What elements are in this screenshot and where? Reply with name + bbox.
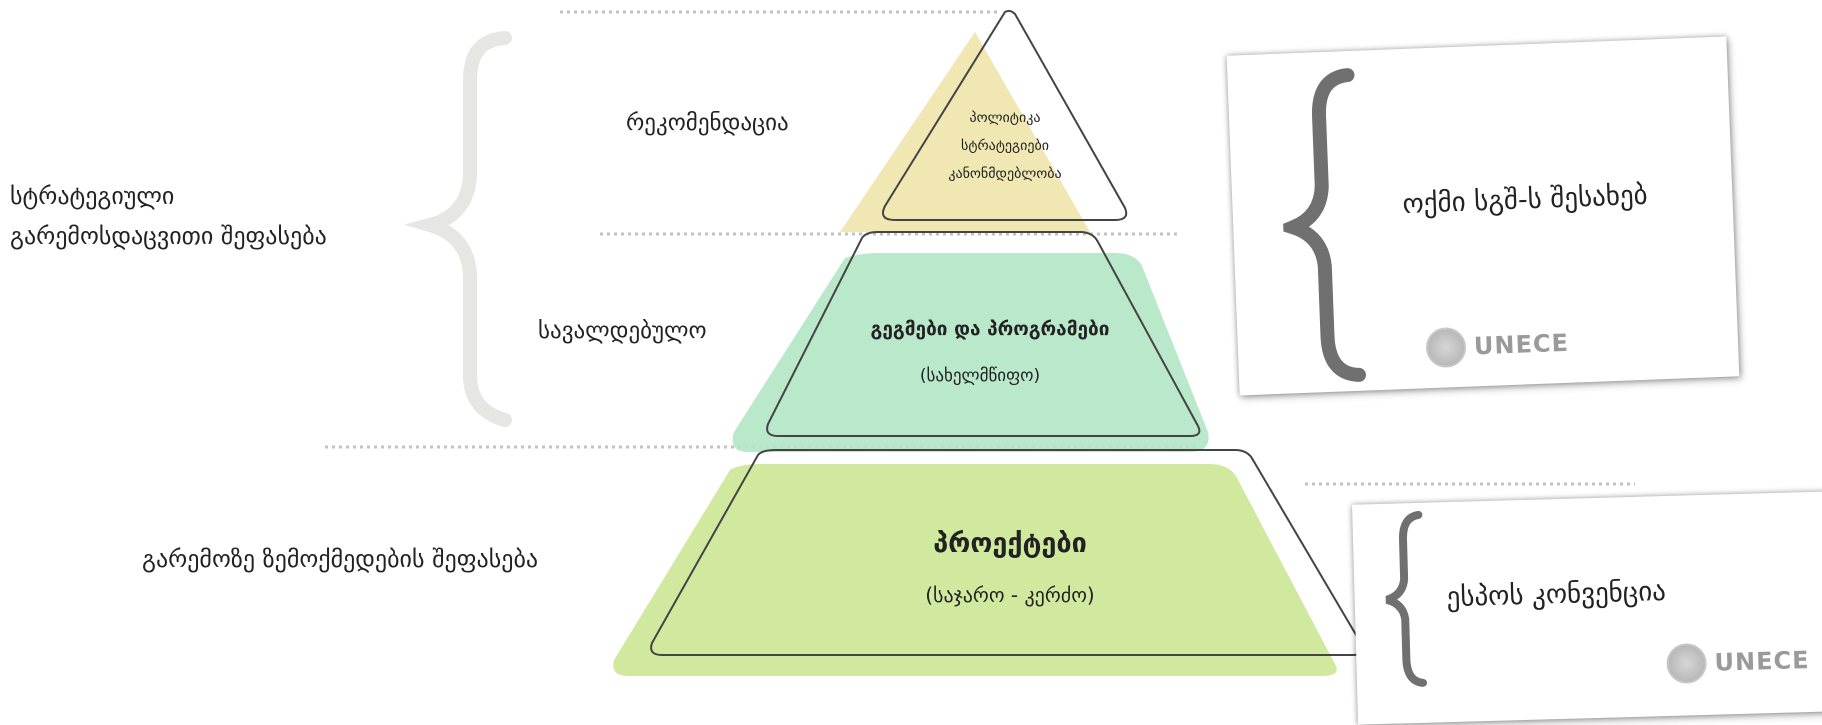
mandatory-label: სავალდებულო bbox=[538, 318, 707, 344]
brace-icon bbox=[1385, 510, 1428, 687]
top-tier-item-policy: პოლიტიკა bbox=[969, 110, 1041, 126]
protocol-logo-text: UNECE bbox=[1473, 328, 1570, 361]
convention-cover-card: ესპოს კონვენცია UNECE bbox=[1352, 491, 1822, 725]
middle-tier-outline bbox=[766, 231, 1201, 437]
convention-text: ესპოს კონვენცია bbox=[1446, 576, 1667, 614]
convention-logo: UNECE bbox=[1666, 640, 1810, 685]
middle-tier-subtitle: (სახელმწიფო) bbox=[919, 366, 1041, 386]
top-tier-item-strategies: სტრატეგიები bbox=[961, 138, 1049, 154]
brace-icon bbox=[403, 31, 512, 427]
protocol-text: ოქმი სგშ-ს შესახებ bbox=[1401, 179, 1649, 221]
top-tier-item-legislation: კანონმდებლობა bbox=[948, 166, 1062, 182]
strategic-assessment-label: სტრატეგიული გარემოსდაცვითი შეფასება bbox=[10, 176, 327, 256]
protocol-cover-card: ოქმი სგშ-ს შესახებ UNECE bbox=[1226, 36, 1740, 396]
brace-icon bbox=[1277, 68, 1367, 382]
un-emblem-icon bbox=[1425, 326, 1467, 369]
middle-tier-fill bbox=[732, 253, 1209, 452]
impact-assessment-label: გარემოზე ზემოქმედების შეფასება bbox=[142, 545, 539, 573]
top-tier-text: პოლიტიკა სტრატეგიები კანონმდებლობა bbox=[948, 104, 1061, 188]
pyramid-diagram bbox=[325, 9, 1635, 676]
bottom-tier-subtitle: (საჯარო - კერძო) bbox=[925, 583, 1095, 607]
recommendation-label: რეკომენდაცია bbox=[626, 110, 789, 136]
top-tier-outline bbox=[882, 9, 1128, 221]
middle-tier-title: გეგმები და პროგრამები bbox=[870, 318, 1110, 340]
strategic-assessment-line-2: გარემოსდაცვითი შეფასება bbox=[10, 222, 327, 250]
un-emblem-icon bbox=[1666, 642, 1708, 685]
convention-logo-text: UNECE bbox=[1714, 646, 1810, 677]
bottom-tier-title: პროექტები bbox=[933, 528, 1087, 559]
top-tier-fill bbox=[840, 32, 1090, 232]
protocol-logo: UNECE bbox=[1425, 323, 1570, 369]
strategic-assessment-line-1: სტრატეგიული bbox=[10, 182, 175, 210]
bottom-tier-fill bbox=[613, 464, 1337, 676]
